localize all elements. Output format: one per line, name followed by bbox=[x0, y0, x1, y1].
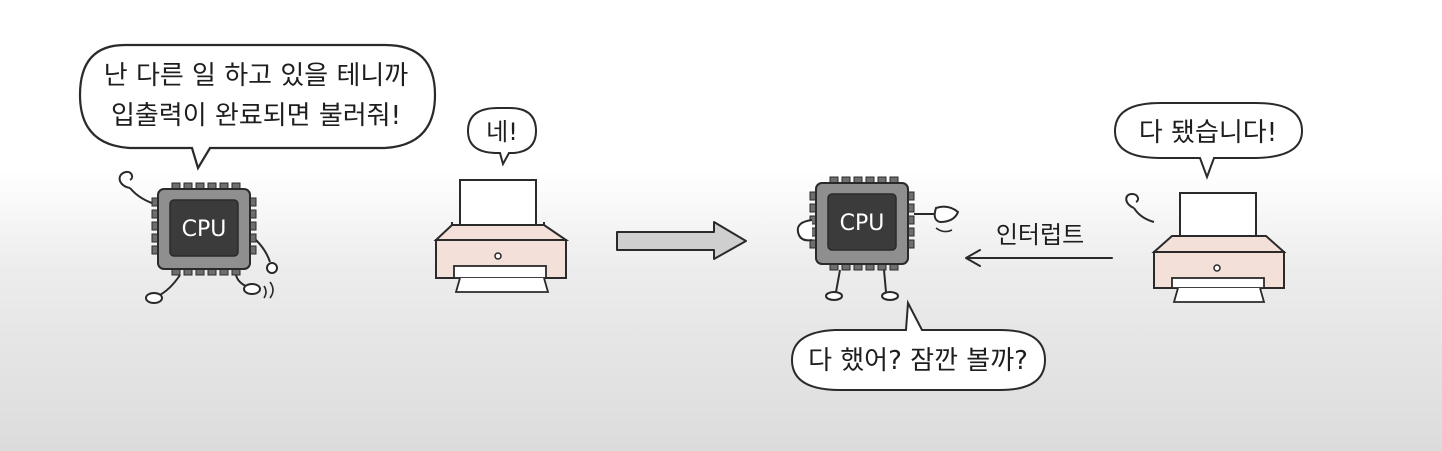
printer-speech-left: 네! bbox=[486, 118, 518, 146]
cpu-chip-right: CPU bbox=[796, 176, 960, 301]
printer-speech-bubble-left: 네! bbox=[466, 107, 538, 167]
cpu-chip-left: CPU bbox=[118, 170, 278, 304]
waving-hand-icon bbox=[118, 170, 134, 189]
interrupt-signal: 인터럽트 bbox=[965, 221, 1113, 267]
printer-right bbox=[1125, 192, 1287, 303]
printer-speech-bubble-right: 다 됐습니다! bbox=[1113, 102, 1304, 180]
cpu-speech-bubble-left: 난 다른 일 하고 있을 테니까 입출력이 완료되면 불러줘! bbox=[78, 43, 437, 171]
cpu-speech-line-2: 입출력이 완료되면 불러줘! bbox=[111, 101, 401, 131]
cpu-speech-right: 다 했어? 잠깐 볼까? bbox=[808, 346, 1028, 376]
cpu-speech-bubble-right: 다 했어? 잠깐 볼까? bbox=[790, 299, 1047, 391]
pointing-hand-icon bbox=[933, 205, 960, 224]
printer-left bbox=[433, 179, 570, 293]
interrupt-arrow-icon bbox=[965, 249, 1113, 267]
interrupt-label: 인터럽트 bbox=[996, 221, 1084, 249]
motion-lines-icon bbox=[263, 281, 274, 299]
printer-speech-right: 다 됐습니다! bbox=[1139, 118, 1277, 148]
cpu-label-right: CPU bbox=[840, 211, 885, 236]
transition-arrow-icon bbox=[616, 221, 747, 260]
cpu-label-left: CPU bbox=[182, 217, 227, 242]
cpu-speech-line-1: 난 다른 일 하고 있을 테니까 bbox=[104, 61, 409, 91]
waving-hand-icon bbox=[1125, 192, 1140, 209]
